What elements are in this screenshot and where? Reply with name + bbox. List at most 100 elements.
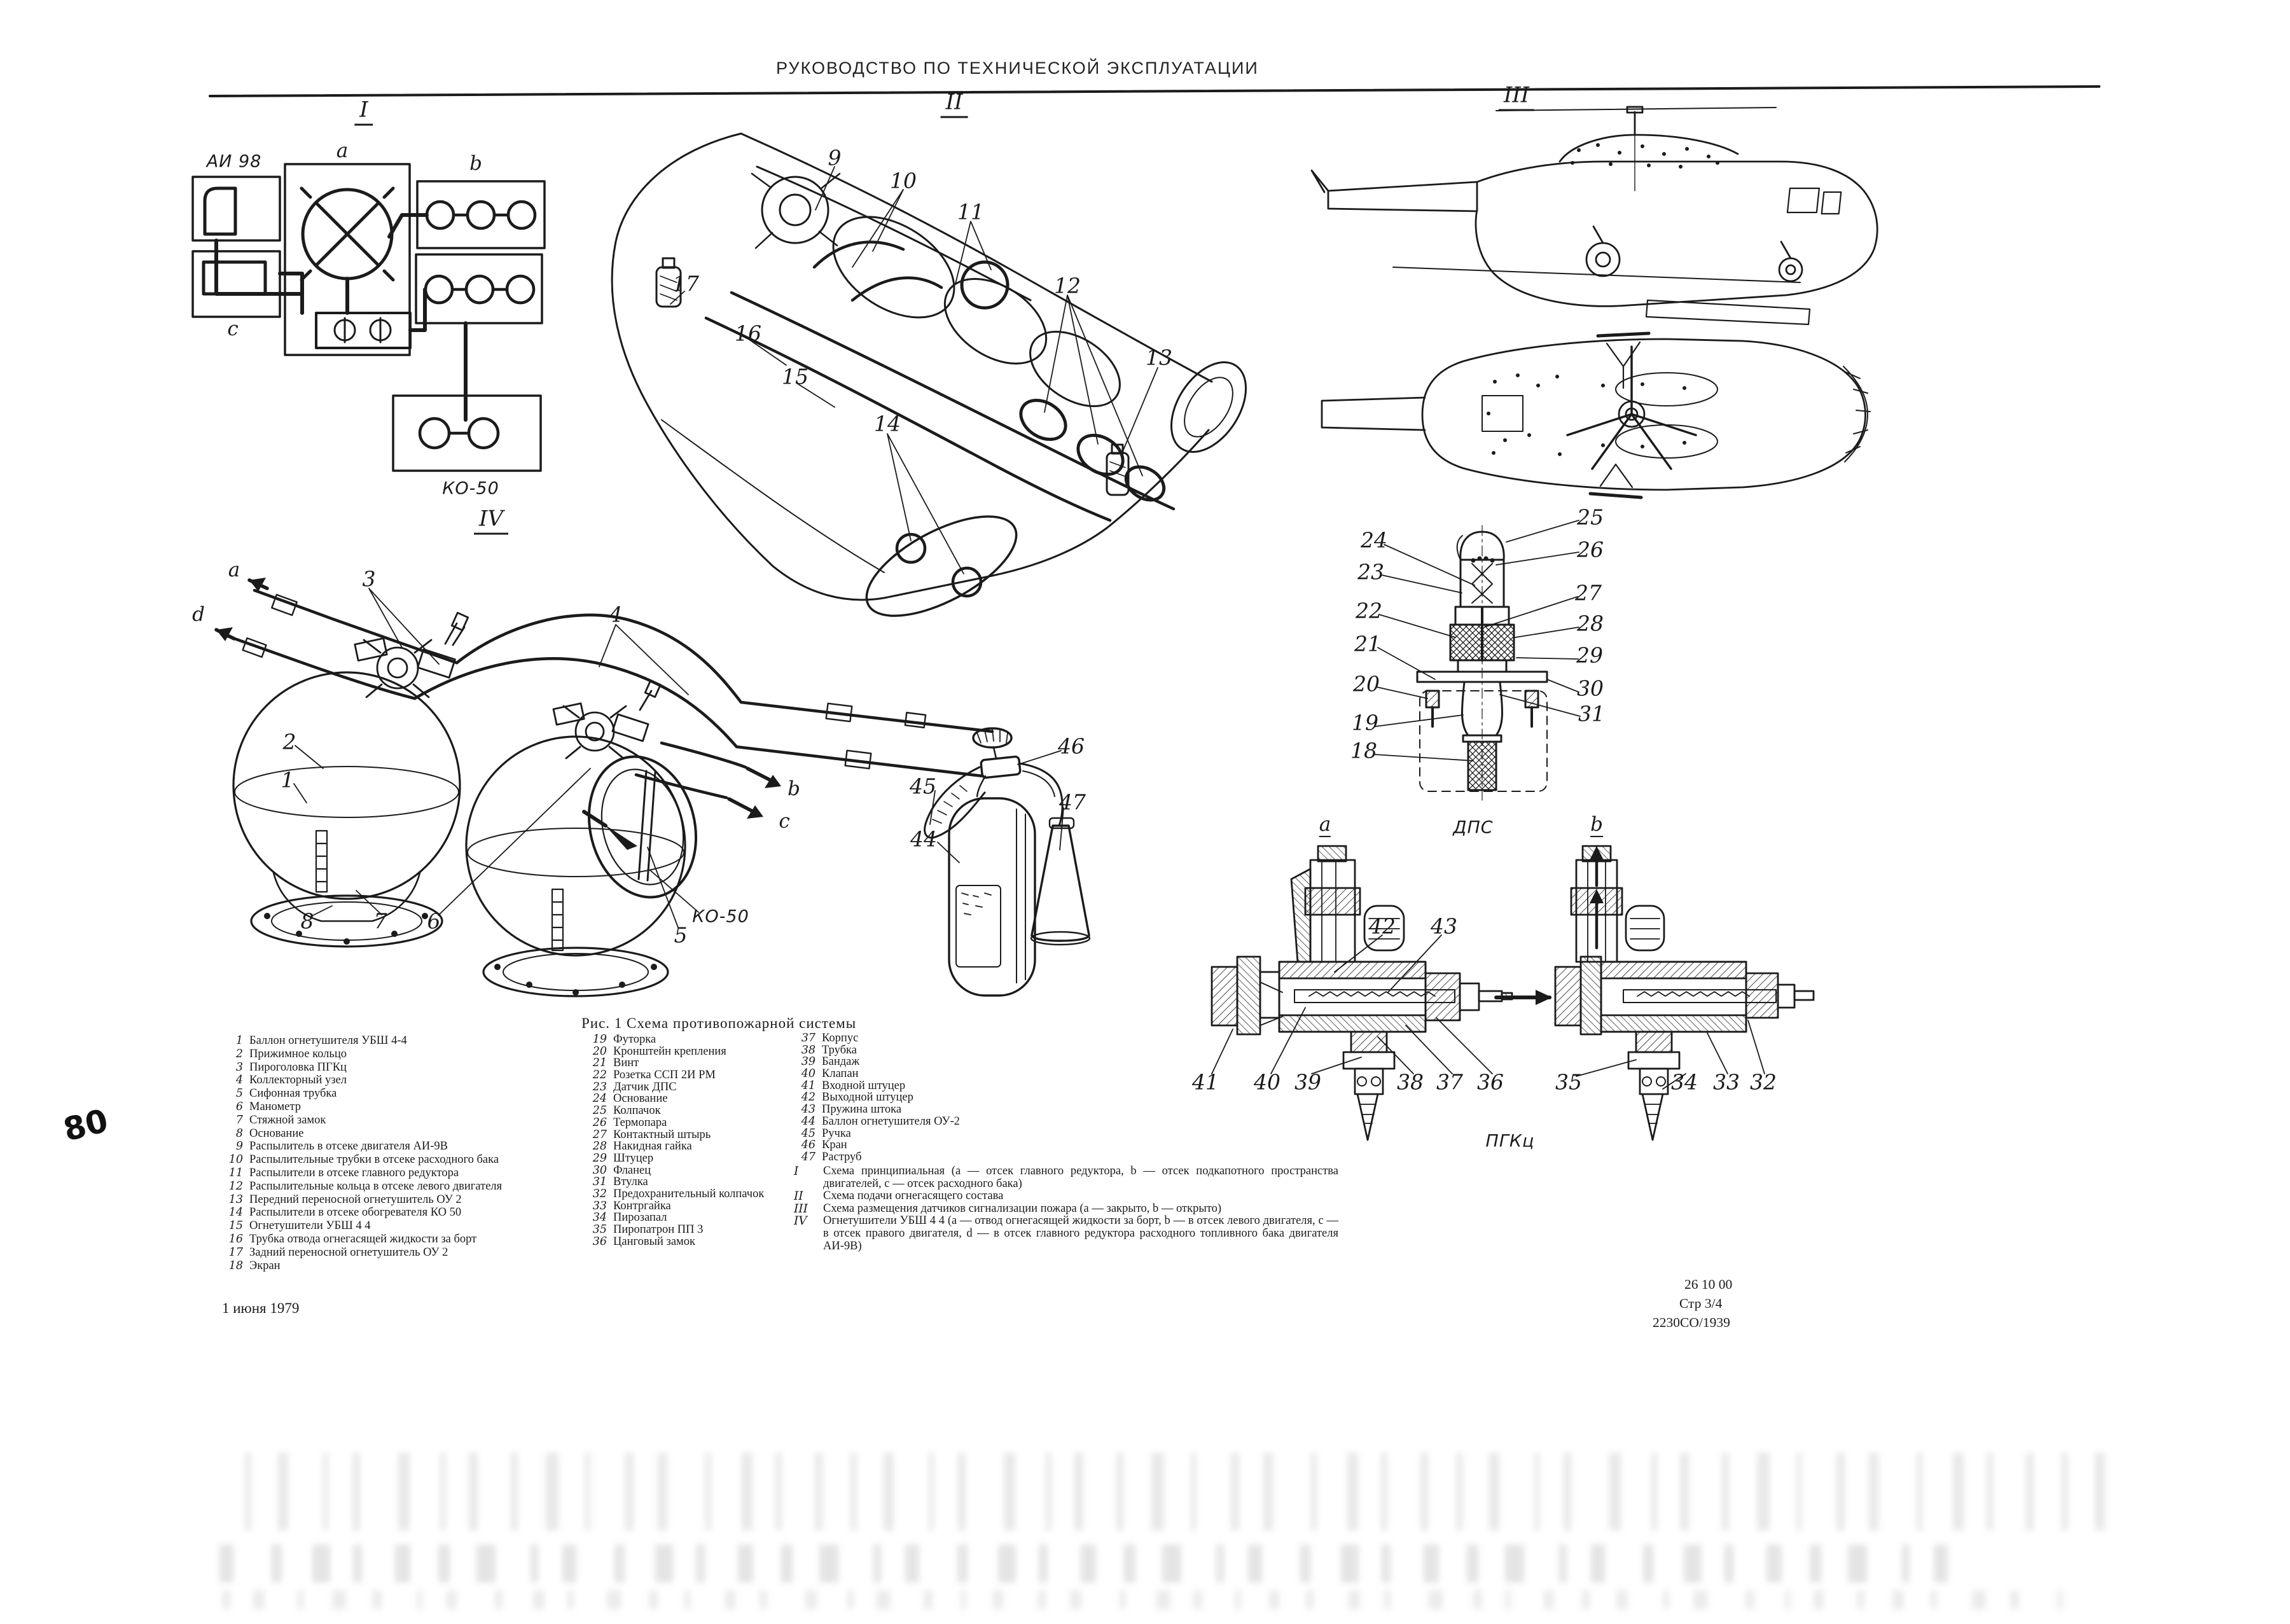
callout-label: 36 — [1477, 1069, 1504, 1095]
callout-label: 31 — [1578, 701, 1605, 726]
ghost-bar — [1724, 1544, 1733, 1583]
part-name: Датчик ДПС — [613, 1080, 677, 1093]
part-number: 3 — [235, 1060, 243, 1074]
figure-caption: Рис. 1 Схема противопожарной системы — [581, 1015, 857, 1031]
footer-date: 1 июня 1979 — [222, 1300, 300, 1316]
ghost-bar — [873, 1544, 881, 1583]
callout-label: 37 — [1436, 1069, 1463, 1095]
ghost-bar — [585, 1453, 590, 1530]
part-name: Фланец — [613, 1163, 651, 1177]
part-number: 39 — [801, 1055, 815, 1069]
ghost-bar — [1869, 1453, 1878, 1530]
part-number: 36 — [592, 1235, 607, 1248]
ghost-bar — [1684, 1544, 1702, 1583]
print-code: 2230СО/1939 — [1653, 1315, 1730, 1330]
ghost-bar — [1341, 1544, 1359, 1583]
ghost-bar — [1070, 1590, 1081, 1609]
ghost-bar — [614, 1544, 625, 1583]
ghost-bar — [1300, 1544, 1310, 1583]
diagram-label: a — [336, 139, 349, 162]
part-name: Распылители в отсеке обогревателя КО 50 — [249, 1206, 462, 1219]
callout-label: 44 — [910, 826, 937, 852]
part-name: Штуцер — [613, 1151, 654, 1165]
callout-label: 20 — [1353, 671, 1380, 697]
part-number: 4 — [235, 1074, 243, 1087]
callout-label: 25 — [1577, 504, 1604, 530]
ghost-bar — [1456, 1453, 1462, 1530]
part-name: Накидная гайка — [613, 1140, 692, 1153]
part-number: 1 — [235, 1034, 243, 1047]
ghost-bar — [2010, 1590, 2019, 1609]
ghost-bar — [312, 1544, 330, 1583]
callout-label: 22 — [1356, 598, 1382, 623]
part-name: Входной штуцер — [822, 1079, 906, 1092]
diagram-label: ДПС — [1453, 817, 1494, 838]
part-name: Контргайка — [613, 1199, 671, 1212]
ghost-bar — [1931, 1590, 1937, 1609]
callout-label: 7 — [373, 908, 387, 934]
ghost-bar — [998, 1544, 1016, 1583]
diagram-label: a — [1319, 813, 1331, 837]
callout-label: 26 — [1577, 537, 1604, 562]
ghost-bar — [1836, 1453, 1845, 1530]
part-number: 26 — [592, 1116, 607, 1129]
callout-label: 46 — [1058, 733, 1085, 759]
part-name: Колпачок — [613, 1104, 661, 1118]
ghost-bar — [1467, 1544, 1478, 1583]
callout-label: 39 — [1294, 1069, 1321, 1095]
part-name: Распылительные трубки в отсеке расходног… — [249, 1153, 499, 1167]
part-name: Розетка ССП 2И РМ — [613, 1069, 716, 1082]
part-name: Стяжной замок — [249, 1113, 326, 1127]
callout-label: 27 — [1575, 580, 1602, 606]
ghost-bar — [546, 1453, 559, 1530]
part-name: Задний переносной огнетушитель ОУ 2 — [249, 1246, 448, 1259]
part-name: Распылитель в отсеке двигателя АИ-9В — [249, 1140, 448, 1153]
callout-label: 17 — [672, 271, 699, 296]
part-name: Термопара — [613, 1116, 667, 1129]
ghost-bar — [1848, 1544, 1867, 1583]
part-number: 6 — [235, 1100, 243, 1113]
ghost-bar — [655, 1544, 673, 1583]
doc-number: 26 10 00 — [1684, 1277, 1733, 1292]
ghost-bar — [1616, 1590, 1628, 1609]
ghost-bar — [1796, 1453, 1801, 1530]
ghost-bar — [877, 1590, 891, 1609]
part-number: 2 — [235, 1047, 243, 1060]
diagram-label: КО-50 — [692, 906, 749, 927]
ghost-bar — [961, 1590, 966, 1609]
ghost-bar — [1162, 1544, 1181, 1583]
part-number: 11 — [228, 1166, 243, 1179]
diagram-ii-isometric — [611, 132, 1247, 617]
callout-label: 32 — [1750, 1069, 1777, 1095]
part-number: 10 — [228, 1153, 243, 1167]
callout-label: 18 — [1350, 738, 1377, 763]
ghost-bar — [1231, 1453, 1239, 1530]
callout-label: 8 — [300, 908, 314, 934]
ghost-bar — [696, 1544, 705, 1583]
ghost-bar — [1917, 1453, 1922, 1530]
legend-roman-numeral: III — [794, 1202, 808, 1216]
ghost-bar — [929, 1453, 934, 1530]
ghost-bar — [219, 1544, 233, 1583]
ghost-bar — [957, 1544, 968, 1583]
ghost-bar — [323, 1453, 328, 1530]
ghost-bar — [958, 1453, 966, 1530]
ghost-bar — [562, 1544, 576, 1583]
callout-label: 40 — [1254, 1069, 1280, 1095]
diagram-label: ПГКц — [1485, 1131, 1535, 1151]
